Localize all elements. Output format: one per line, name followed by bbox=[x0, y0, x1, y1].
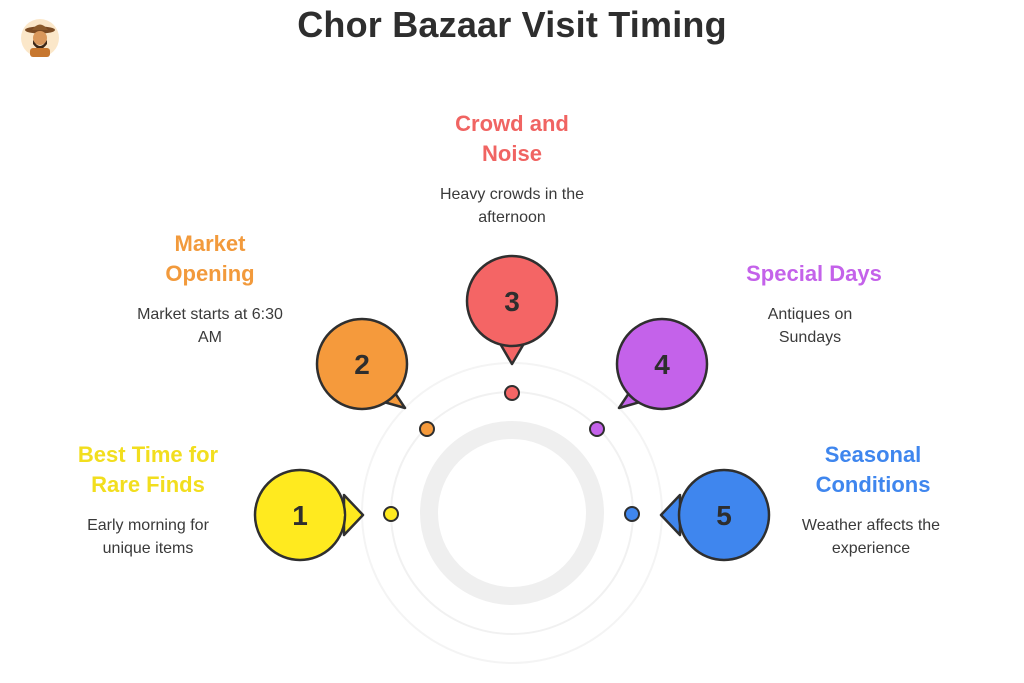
step-1-bubble: 1 bbox=[253, 468, 365, 562]
step-1-dot bbox=[383, 506, 399, 522]
step-5-description: Weather affects the experience bbox=[761, 514, 981, 560]
step-3-dot bbox=[504, 385, 520, 401]
step-3-heading-line1: Crowd and bbox=[455, 111, 569, 136]
page-title: Chor Bazaar Visit Timing bbox=[297, 4, 727, 45]
step-2-desc-line1: Market starts at 6:30 bbox=[137, 306, 283, 323]
step-3-description: Heavy crowds in the afternoon bbox=[402, 183, 622, 229]
step-3-bubble: 3 bbox=[465, 254, 559, 366]
background-rings bbox=[361, 362, 663, 664]
step-4-description: Antiques on Sundays bbox=[710, 303, 910, 349]
step-1-heading-line2: Rare Finds bbox=[91, 472, 205, 497]
step-4-desc-line2: Sundays bbox=[778, 329, 842, 346]
step-5-heading-line1: Seasonal bbox=[824, 442, 922, 467]
step-2-heading-line2: Opening bbox=[165, 261, 255, 286]
step-5-dot bbox=[624, 506, 640, 522]
step-4-heading-line1: Special Days bbox=[746, 261, 882, 286]
step-2-heading-line1: Market bbox=[174, 231, 246, 256]
step-5-bubble: 5 bbox=[659, 468, 771, 562]
step-2-number: 2 bbox=[354, 349, 370, 380]
step-4-heading: Special Days bbox=[704, 259, 924, 289]
step-3-number: 3 bbox=[504, 286, 520, 317]
step-4-number: 4 bbox=[654, 349, 670, 380]
step-3-heading: Crowd and Noise bbox=[412, 109, 612, 169]
step-3-desc-line2: afternoon bbox=[478, 209, 546, 226]
step-2-description: Market starts at 6:30 AM bbox=[100, 303, 320, 349]
step-1-desc-line2: unique items bbox=[102, 540, 194, 557]
step-1-heading: Best Time for Rare Finds bbox=[48, 440, 248, 500]
step-1-heading-line1: Best Time for bbox=[77, 442, 219, 467]
step-5-heading-line2: Conditions bbox=[815, 472, 931, 497]
step-1-desc-line1: Early morning for bbox=[87, 517, 209, 534]
step-3-heading-line2: Noise bbox=[482, 141, 542, 166]
step-2-heading: Market Opening bbox=[110, 229, 310, 289]
traveler-avatar-icon bbox=[21, 19, 59, 57]
step-1-number: 1 bbox=[292, 500, 308, 531]
step-2-dot bbox=[419, 421, 435, 437]
step-5-desc-line1: Weather affects the bbox=[801, 517, 941, 534]
step-5-desc-line2: experience bbox=[831, 540, 911, 557]
step-5-number: 5 bbox=[716, 500, 732, 531]
step-2-bubble: 2 bbox=[315, 317, 409, 411]
step-4-dot bbox=[589, 421, 605, 437]
step-4-desc-line1: Antiques on bbox=[767, 306, 853, 323]
step-3-desc-line1: Heavy crowds in the bbox=[439, 186, 585, 203]
step-5-heading: Seasonal Conditions bbox=[773, 440, 973, 500]
step-2-desc-line2: AM bbox=[198, 329, 222, 346]
step-1-description: Early morning for unique items bbox=[48, 514, 248, 560]
step-4-bubble: 4 bbox=[615, 317, 709, 411]
